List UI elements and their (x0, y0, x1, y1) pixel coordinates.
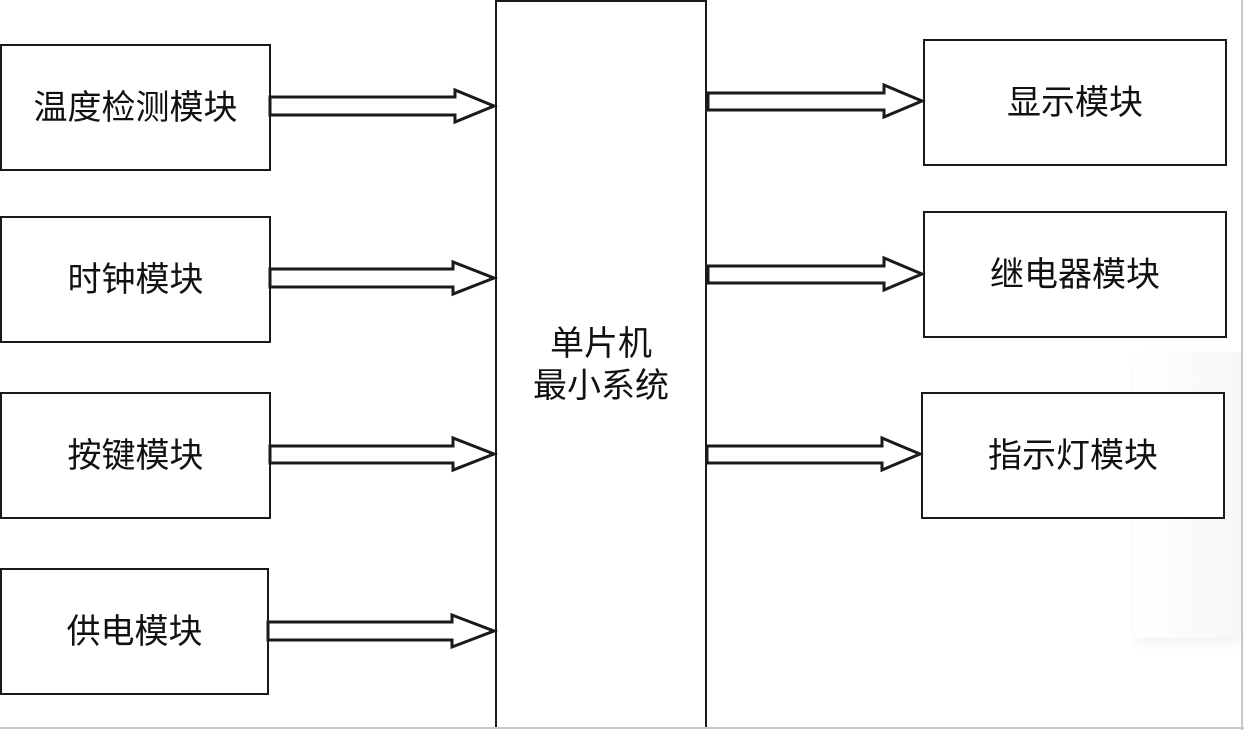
arrow-mcu-to-relay (706, 255, 926, 293)
arrow-mcu-to-indicator (705, 435, 924, 473)
relay-module: 继电器模块 (923, 211, 1227, 338)
relay-module-label: 继电器模块 (990, 254, 1160, 295)
mcu-minimum-system-label: 单片机 最小系统 (533, 323, 669, 406)
arrow-clock-to-mcu (268, 259, 499, 297)
key-module-label: 按键模块 (67, 435, 204, 476)
key-module: 按键模块 (0, 392, 271, 519)
indicator-light-module: 指示灯模块 (921, 392, 1225, 519)
display-module: 显示模块 (923, 39, 1227, 166)
frame-border-bottom (0, 727, 1244, 729)
indicator-light-module-label: 指示灯模块 (988, 435, 1158, 476)
clock-module-label: 时钟模块 (67, 259, 204, 300)
arrow-mcu-to-display (706, 82, 926, 120)
power-supply-module: 供电模块 (0, 568, 269, 695)
display-module-label: 显示模块 (1007, 82, 1143, 123)
arrow-keys-to-mcu (268, 435, 499, 473)
mcu-minimum-system: 单片机 最小系统 (495, 0, 707, 729)
temperature-detection-module: 温度检测模块 (0, 44, 271, 171)
arrow-power-to-mcu (266, 612, 499, 650)
power-supply-module-label: 供电模块 (66, 611, 203, 652)
temperature-detection-module-label: 温度检测模块 (33, 87, 238, 128)
arrow-temperature-to-mcu (268, 87, 498, 125)
frame-border-right (1241, 0, 1243, 730)
